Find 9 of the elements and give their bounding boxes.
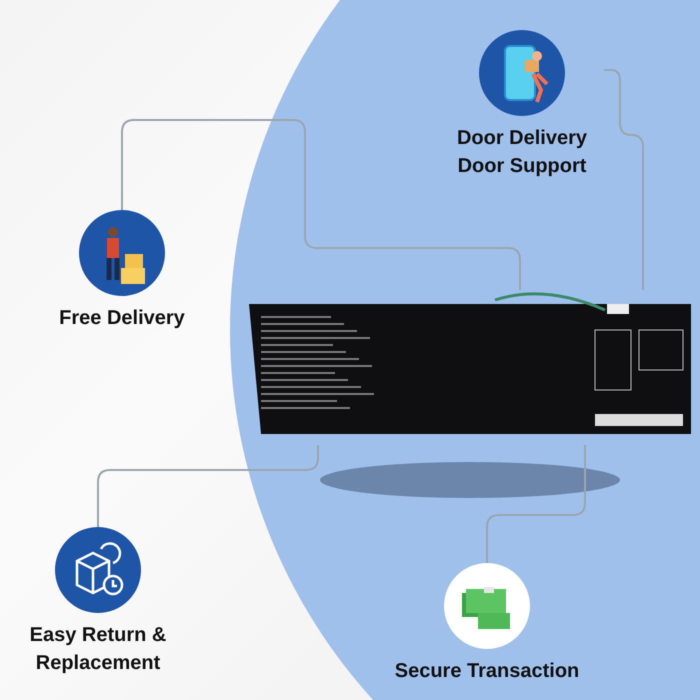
- connector-line: [604, 69, 644, 290]
- feature-label: Free Delivery: [59, 306, 185, 331]
- feature-label: Door Delivery: [456, 126, 588, 151]
- connector-line: [486, 445, 586, 563]
- feature-label: Secure Transaction: [394, 659, 580, 684]
- feature-label: Easy Return & Replacement: [28, 623, 168, 676]
- connector-line: [121, 119, 521, 290]
- feature-label: Door Support: [458, 154, 586, 179]
- connector-line: [97, 445, 319, 527]
